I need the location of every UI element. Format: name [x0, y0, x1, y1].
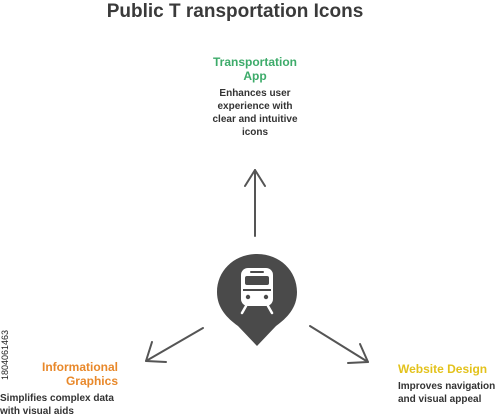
- node-title: Website Design: [398, 362, 488, 376]
- stock-id-label: 1804061463: [0, 329, 10, 381]
- node-description: Enhances user experience with clear and …: [212, 88, 298, 138]
- node-description: Simplifies complex data with visual aids: [0, 393, 114, 417]
- node-title-line: Graphics: [65, 374, 118, 388]
- node-title-line: Informational: [41, 360, 118, 374]
- node-description-line: Improves navigation: [398, 381, 496, 392]
- node-informational-graphics: Informational Graphics Simplifies comple…: [0, 360, 118, 418]
- node-transportation-app: Transportation App Enhances user experie…: [195, 55, 315, 139]
- node-title-line: Transportation: [212, 55, 297, 69]
- arrow-down-right: [309, 325, 369, 364]
- train-location-pin-icon: [217, 254, 297, 346]
- node-title: Informational Graphics: [0, 360, 118, 388]
- arrow-down-left: [145, 327, 204, 363]
- arrow-up: [244, 169, 266, 237]
- node-title-line: App: [243, 69, 267, 83]
- node-description: Improves navigation and visual appeal: [398, 380, 500, 406]
- page-title: Public T ransportation Icons: [106, 1, 364, 22]
- node-title: Transportation App: [195, 55, 315, 83]
- node-website-design: Website Design Improves navigation and v…: [398, 362, 500, 406]
- node-description-line: and visual appeal: [398, 394, 482, 405]
